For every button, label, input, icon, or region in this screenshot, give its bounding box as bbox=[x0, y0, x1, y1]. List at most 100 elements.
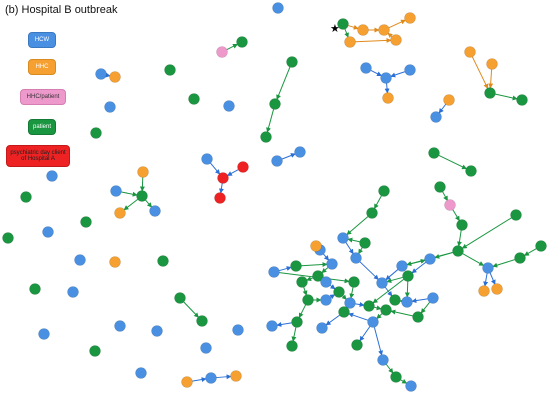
transmission-edge bbox=[279, 266, 292, 272]
hcw-node bbox=[201, 153, 213, 165]
patient-node bbox=[351, 339, 363, 351]
transmission-edge bbox=[299, 304, 306, 318]
legend-hhc-patient: HHC/patient bbox=[20, 89, 66, 105]
hcw-node bbox=[367, 316, 379, 328]
transmission-edge bbox=[346, 216, 369, 236]
hhc-node bbox=[404, 12, 416, 24]
transmission-edge bbox=[321, 267, 329, 274]
hcw-node bbox=[95, 68, 107, 80]
hcw-node bbox=[74, 254, 86, 266]
patient-node bbox=[380, 304, 392, 316]
hcw-node bbox=[151, 325, 163, 337]
patient-node bbox=[291, 316, 303, 328]
transmission-edge bbox=[420, 302, 430, 314]
hcw-node bbox=[232, 324, 244, 336]
patient-node bbox=[20, 191, 32, 203]
hcw-node bbox=[320, 294, 332, 306]
hcw-node bbox=[380, 72, 392, 84]
patient-node bbox=[260, 131, 272, 143]
transmission-edge bbox=[386, 276, 403, 283]
transmission-edge bbox=[291, 327, 297, 342]
psych-client-node bbox=[214, 192, 226, 204]
transmission-edge bbox=[456, 230, 462, 247]
transmission-edge bbox=[105, 72, 111, 78]
hcw-node bbox=[482, 262, 494, 274]
hcw-node bbox=[42, 226, 54, 238]
transmission-edge bbox=[341, 294, 347, 300]
psych-client-node bbox=[237, 161, 249, 173]
patient-node bbox=[348, 276, 360, 288]
hcw-node bbox=[326, 258, 338, 270]
hhc-node bbox=[464, 46, 476, 58]
patient-node bbox=[412, 311, 424, 323]
patient-node bbox=[269, 98, 281, 110]
index-case-star-icon: ★ bbox=[330, 22, 340, 35]
transmission-edge bbox=[302, 287, 308, 296]
transmission-edge bbox=[374, 305, 382, 311]
transmission-edge bbox=[183, 301, 199, 318]
hhc-node bbox=[230, 370, 242, 382]
patient-node bbox=[535, 240, 547, 252]
hcw-node bbox=[272, 2, 284, 14]
transmission-edge bbox=[348, 24, 359, 30]
hcw-node bbox=[427, 292, 439, 304]
patient-node bbox=[514, 252, 526, 264]
hhc-patient-node bbox=[444, 199, 456, 211]
hhc-node bbox=[109, 71, 121, 83]
hcw-node bbox=[104, 101, 116, 113]
transmission-edge bbox=[301, 262, 328, 268]
patient-node bbox=[333, 286, 345, 298]
transmission-edge bbox=[488, 69, 494, 89]
hcw-node bbox=[294, 146, 306, 158]
patient-node bbox=[359, 237, 371, 249]
transmission-edge bbox=[404, 281, 410, 298]
legend-hhc-patient-label: HHC/patient bbox=[26, 94, 60, 100]
transmission-edge bbox=[442, 191, 448, 202]
transmission-edge bbox=[218, 183, 224, 194]
transmission-edge bbox=[452, 209, 460, 222]
transmission-edge bbox=[276, 66, 291, 100]
patient-node bbox=[366, 207, 378, 219]
patient-node bbox=[136, 190, 148, 202]
hhc-node bbox=[181, 376, 193, 388]
patient-node bbox=[389, 294, 401, 306]
hcw-node bbox=[266, 320, 278, 332]
transmission-edge bbox=[388, 19, 406, 29]
transmission-edge bbox=[370, 70, 382, 76]
patient-node bbox=[465, 165, 477, 177]
patient-node bbox=[428, 147, 440, 159]
transmission-edge bbox=[489, 272, 496, 285]
patient-node bbox=[188, 93, 200, 105]
transmission-edge bbox=[387, 32, 393, 39]
transmission-edge bbox=[123, 198, 138, 211]
patient-node bbox=[29, 283, 41, 295]
transmission-edge bbox=[266, 109, 275, 133]
hcw-node bbox=[200, 342, 212, 354]
hcw-node bbox=[110, 185, 122, 197]
hcw-node bbox=[205, 372, 217, 384]
hcw-node bbox=[360, 62, 372, 74]
transmission-edge bbox=[145, 199, 153, 208]
transmission-edge bbox=[139, 177, 145, 192]
patient-node bbox=[90, 127, 102, 139]
transmission-edge bbox=[355, 37, 392, 43]
hhc-node bbox=[310, 240, 322, 252]
transmission-edge bbox=[483, 273, 489, 287]
transmission-edge bbox=[390, 71, 405, 78]
transmission-edge bbox=[374, 195, 382, 210]
hhc-node bbox=[114, 207, 126, 219]
hcw-node bbox=[430, 111, 442, 123]
patient-node bbox=[337, 18, 349, 30]
transmission-edge bbox=[192, 377, 207, 383]
legend-hhc: HHC bbox=[28, 59, 56, 75]
hcw-node bbox=[320, 276, 332, 288]
hcw-node bbox=[114, 320, 126, 332]
transmission-edge bbox=[461, 217, 512, 249]
patient-node bbox=[338, 306, 350, 318]
patient-node bbox=[2, 232, 14, 244]
patient-node bbox=[286, 340, 298, 352]
hcw-node bbox=[401, 296, 413, 308]
transmission-edge bbox=[462, 253, 485, 266]
transmission-edge bbox=[376, 313, 383, 319]
transmission-edge bbox=[325, 314, 340, 326]
